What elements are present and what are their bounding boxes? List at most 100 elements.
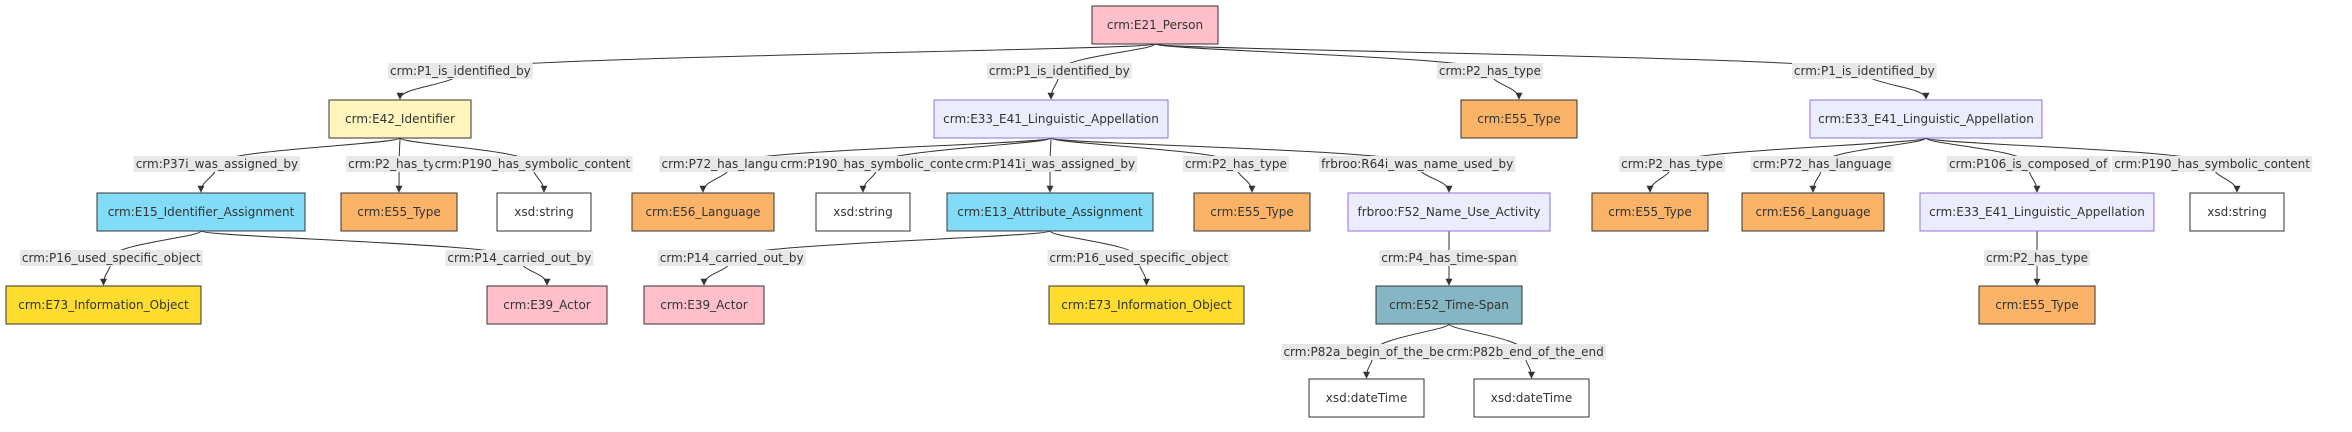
- edge-label-background: [19, 250, 203, 266]
- edge-label-text: crm:P2_has_type: [1185, 157, 1287, 171]
- graph-node[interactable]: xsd:string: [2189, 192, 2285, 232]
- graph-node[interactable]: crm:E39_Actor: [486, 285, 608, 325]
- graph-node[interactable]: crm:E13_Attribute_Assignment: [946, 192, 1154, 232]
- node-label: crm:E33_E41_Linguistic_Appellation: [1818, 112, 2034, 126]
- node-label: crm:E39_Actor: [660, 298, 748, 312]
- node-box: [631, 192, 775, 232]
- graph-node[interactable]: crm:E42_Identifier: [328, 99, 472, 139]
- graph-node[interactable]: crm:E56_Language: [1741, 192, 1885, 232]
- edge-label: crm:P14_carried_out_by: [657, 250, 806, 266]
- graph-node[interactable]: crm:E15_Identifier_Assignment: [96, 192, 306, 232]
- edge-label-background: [1984, 250, 2090, 266]
- node-label: crm:E55_Type: [1608, 205, 1691, 219]
- nodes-layer: crm:E21_Person crm:E42_Identifier crm:E33_…: [5, 5, 2285, 418]
- edge-line: [1050, 137, 1453, 193]
- edge-label-background: [388, 63, 533, 79]
- graph-node[interactable]: crm:E33_E41_Linguistic_Appellation: [1809, 99, 2043, 139]
- edge-label: frbroo:R64i_was_name_used_by: [1319, 156, 1516, 172]
- graph-node[interactable]: crm:E73_Information_Object: [5, 285, 202, 325]
- edge-label: crm:P2_has_type: [1984, 250, 2090, 266]
- edge-label-text: crm:P1_is_identified_by: [989, 64, 1130, 78]
- node-label: crm:E73_Information_Object: [18, 298, 189, 312]
- edge-labels-layer: crm:P1_is_identified_by crm:P1_is_identif…: [19, 63, 2313, 360]
- graph-node[interactable]: crm:E52_Time-Span: [1375, 285, 1523, 325]
- graph-node[interactable]: crm:E33_E41_Linguistic_Appellation: [1919, 192, 2155, 232]
- graph-node[interactable]: crm:E55_Type: [1193, 192, 1311, 232]
- edge-label-background: [2112, 156, 2313, 172]
- graph-node[interactable]: crm:E33_E41_Linguistic_Appellation: [933, 99, 1169, 139]
- graph-node[interactable]: crm:E56_Language: [631, 192, 775, 232]
- node-box: [1193, 192, 1311, 232]
- graph-node[interactable]: xsd:dateTime: [1473, 378, 1590, 418]
- edge-label-background: [1791, 63, 1937, 79]
- edge-label: crm:P16_used_specific_object: [1047, 250, 1231, 266]
- graph-node[interactable]: crm:E55_Type: [1591, 192, 1709, 232]
- graph-node[interactable]: crm:E21_Person: [1091, 5, 1219, 45]
- edge-label-text: crm:P82a_begin_of_the_begin: [1283, 345, 1462, 359]
- edge-line: [200, 230, 551, 286]
- edge-label-background: [1436, 63, 1543, 79]
- node-label: crm:E42_Identifier: [345, 112, 455, 126]
- node-label: crm:E55_Type: [1477, 112, 1560, 126]
- node-label: crm:E73_Information_Object: [1061, 298, 1232, 312]
- edge-line: [699, 137, 1052, 193]
- edge-label-text: crm:P16_used_specific_object: [22, 251, 201, 265]
- edge-label-background: [1182, 156, 1289, 172]
- edge-label-background: [133, 156, 301, 172]
- edge-label: crm:P141i_was_assigned_by: [963, 156, 1138, 172]
- edge-label: crm:P82a_begin_of_the_begin: [1281, 344, 1465, 360]
- node-label: xsd:string: [514, 205, 573, 219]
- graph-node[interactable]: xsd:string: [496, 192, 592, 232]
- node-label: xsd:dateTime: [1326, 391, 1407, 405]
- edge-label-text: crm:P141i_was_assigned_by: [965, 157, 1135, 171]
- node-box: [1741, 192, 1885, 232]
- node-box: [1091, 5, 1219, 45]
- node-label: crm:E33_E41_Linguistic_Appellation: [1929, 205, 2145, 219]
- node-label: xsd:string: [2207, 205, 2266, 219]
- node-box: [1591, 192, 1709, 232]
- edge-label: crm:P190_has_symbolic_content: [2112, 156, 2313, 172]
- edge-label-text: crm:P1_is_identified_by: [390, 64, 531, 78]
- node-label: crm:E33_E41_Linguistic_Appellation: [943, 112, 1159, 126]
- edge-label: crm:P2_has_type: [1436, 63, 1543, 79]
- edge-label: crm:P1_is_identified_by: [986, 63, 1132, 79]
- edge-label-background: [657, 250, 806, 266]
- node-box: [1347, 192, 1551, 232]
- edge-label: crm:P190_has_symbolic_content: [778, 156, 979, 172]
- graph-node[interactable]: crm:E55_Type: [1978, 285, 2096, 325]
- edge-label-background: [445, 250, 594, 266]
- graph-node[interactable]: crm:E73_Information_Object: [1048, 285, 1245, 325]
- node-label: crm:E13_Attribute_Assignment: [957, 205, 1143, 219]
- node-label: crm:E55_Type: [357, 205, 440, 219]
- graph-node[interactable]: xsd:dateTime: [1308, 378, 1425, 418]
- graph-node[interactable]: crm:E39_Actor: [643, 285, 765, 325]
- edge-label-text: crm:P190_has_symbolic_content: [435, 157, 631, 171]
- edge-label-text: crm:P14_carried_out_by: [447, 251, 591, 265]
- edge-label-text: crm:P37i_was_assigned_by: [136, 157, 298, 171]
- node-box: [328, 99, 472, 139]
- graph-node[interactable]: frbroo:F52_Name_Use_Activity: [1347, 192, 1551, 232]
- edge-label-background: [778, 156, 979, 172]
- edge-line: [1154, 43, 1930, 100]
- graph-node[interactable]: crm:E55_Type: [1460, 99, 1578, 139]
- edge-label-text: crm:P190_has_symbolic_content: [2114, 157, 2310, 171]
- edge-label-background: [963, 156, 1138, 172]
- node-box: [96, 192, 306, 232]
- node-box: [5, 285, 202, 325]
- edge-label: crm:P16_used_specific_object: [19, 250, 203, 266]
- edge-label-background: [432, 156, 633, 172]
- node-label: crm:E15_Identifier_Assignment: [108, 205, 295, 219]
- node-box: [1460, 99, 1578, 139]
- edge-label-text: crm:P82b_end_of_the_end: [1446, 345, 1604, 359]
- graph-node[interactable]: xsd:string: [815, 192, 911, 232]
- edge-line: [700, 230, 1051, 286]
- node-box: [946, 192, 1154, 232]
- edge-label: crm:P82b_end_of_the_end: [1444, 344, 1606, 360]
- edge-label-background: [659, 156, 803, 172]
- edge-label: crm:P106_is_composed_of: [1947, 156, 2110, 172]
- edge-label-background: [1281, 344, 1465, 360]
- graph-node[interactable]: crm:E55_Type: [340, 192, 458, 232]
- edge-label-text: crm:P16_used_specific_object: [1049, 251, 1228, 265]
- node-box: [496, 192, 592, 232]
